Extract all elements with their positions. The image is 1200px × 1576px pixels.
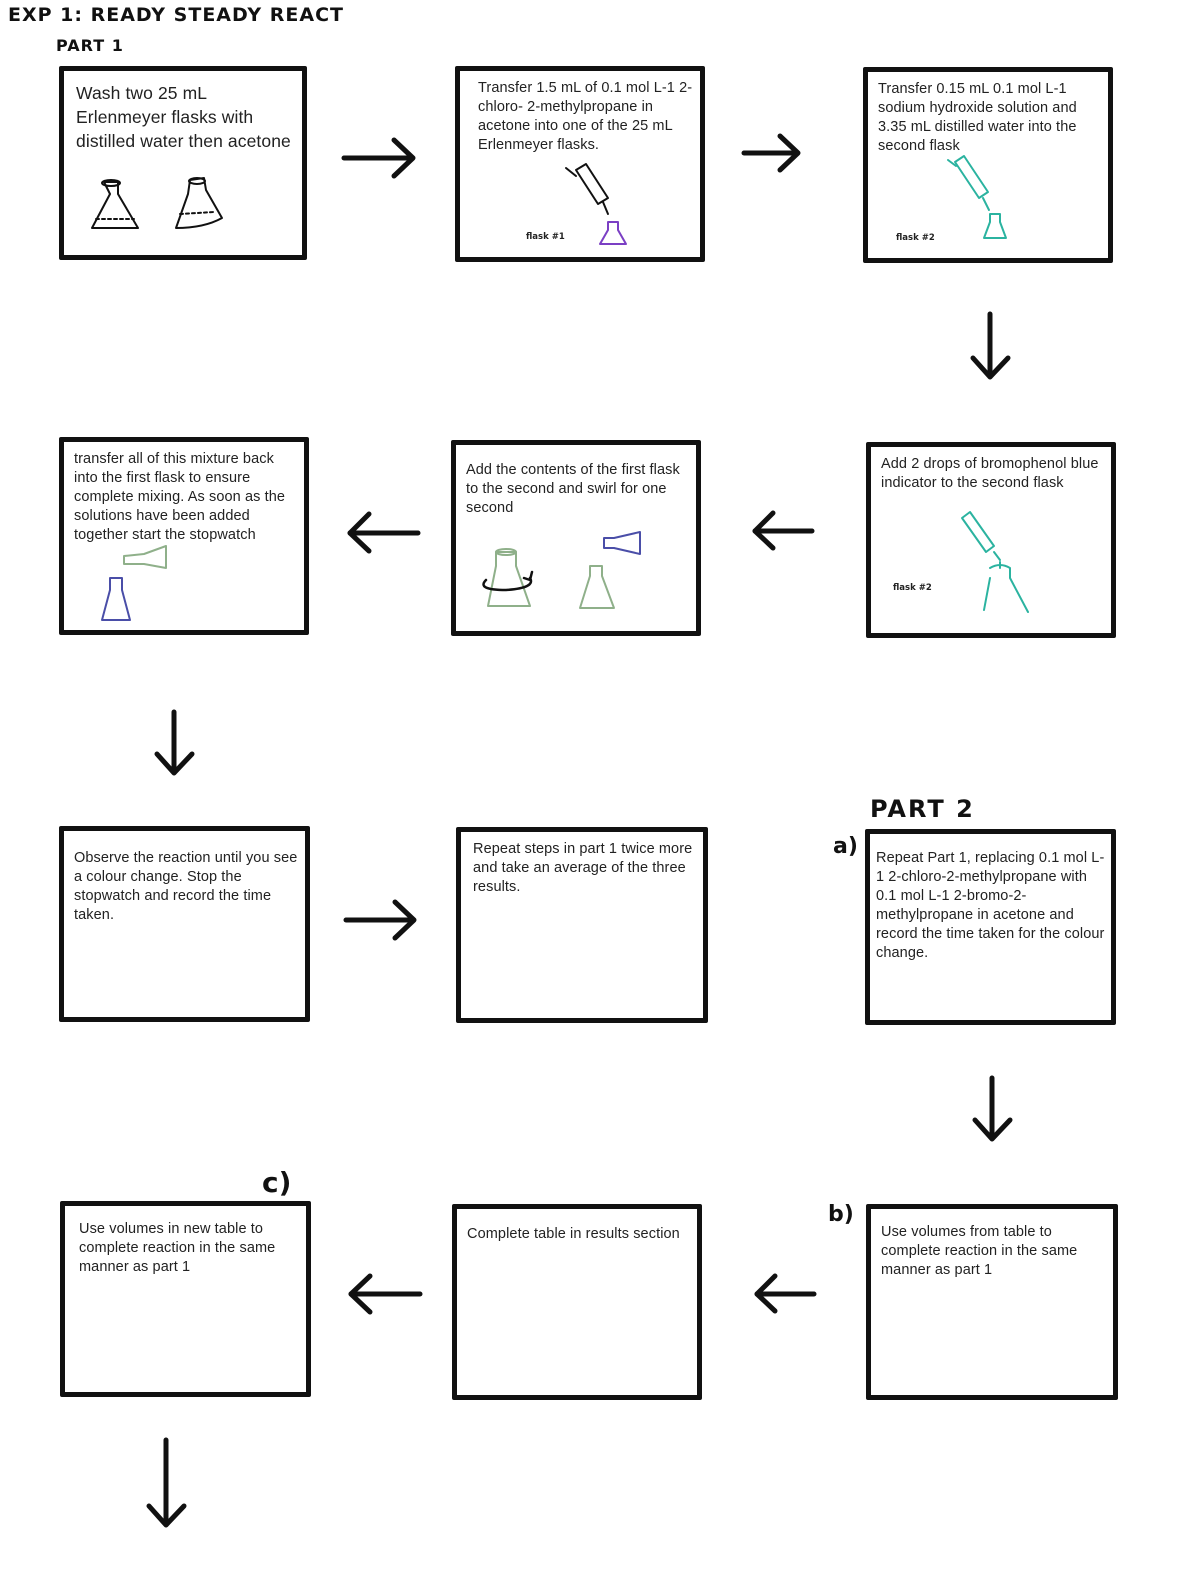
arrow-left-icon	[754, 1273, 817, 1314]
step-text: Use volumes from table to complete react…	[881, 1224, 1078, 1278]
arrow-down-icon	[972, 1075, 1013, 1142]
arrow-down-icon	[154, 709, 195, 776]
step-text: Complete table in results section	[467, 1226, 680, 1242]
arrow-down-icon	[146, 1437, 187, 1528]
step-text: Transfer 1.5 mL of 0.1 mol L-1 2-chloro-…	[478, 80, 693, 153]
step-box-2: Transfer 1.5 mL of 0.1 mol L-1 2-chloro-…	[455, 66, 705, 262]
swirl-icon	[482, 570, 534, 592]
flask-label: flask #1	[526, 232, 565, 242]
arrow-left-icon	[347, 511, 421, 554]
step-box-5: Add the contents of the first flask to t…	[451, 440, 701, 636]
dropper-icon	[961, 511, 1001, 561]
step-text: Transfer 0.15 mL 0.1 mol L-1 sodium hydr…	[878, 81, 1077, 154]
step-box-10: Use volumes from table to complete react…	[866, 1204, 1118, 1400]
flask-icon	[983, 561, 1029, 613]
flask-icon	[599, 221, 627, 245]
arrow-right-icon	[741, 133, 801, 173]
step-text: transfer all of this mixture back into t…	[74, 451, 286, 543]
flask-icon	[175, 177, 223, 229]
flask-icon	[579, 565, 615, 609]
page-title: EXP 1: READY STEADY REACT	[8, 4, 344, 26]
flask-icon	[123, 545, 167, 569]
arrow-right-icon	[341, 137, 416, 179]
arrow-left-icon	[752, 510, 815, 551]
flask-icon	[983, 213, 1007, 239]
part-2-heading: PART 2	[870, 795, 975, 823]
step-text: Add the contents of the first flask to t…	[466, 462, 680, 516]
step-text: Repeat Part 1, replacing 0.1 mol L-1 2-c…	[876, 850, 1105, 961]
marker-a: a)	[833, 834, 858, 859]
flask-icon	[487, 548, 531, 607]
step-box-8: Repeat steps in part 1 twice more and ta…	[456, 827, 708, 1023]
step-box-6: transfer all of this mixture back into t…	[59, 437, 309, 635]
arrow-left-icon	[348, 1273, 423, 1315]
marker-c: c)	[262, 1166, 292, 1199]
step-text: Use volumes in new table to complete rea…	[79, 1221, 276, 1275]
step-text: Wash two 25 mL Erlenmeyer flasks with di…	[76, 83, 291, 151]
step-box-11: Complete table in results section	[452, 1204, 702, 1400]
step-text: Observe the reaction until you see a col…	[74, 850, 298, 923]
step-box-9: Repeat Part 1, replacing 0.1 mol L-1 2-c…	[865, 829, 1116, 1025]
arrow-down-icon	[970, 311, 1011, 380]
step-box-3: Transfer 0.15 mL 0.1 mol L-1 sodium hydr…	[863, 67, 1113, 263]
marker-b: b)	[828, 1202, 854, 1227]
flask-icon	[91, 179, 139, 229]
syringe-icon	[947, 155, 990, 211]
part-1-heading: PART 1	[56, 36, 124, 55]
step-box-7: Observe the reaction until you see a col…	[59, 826, 310, 1022]
flask-icon	[101, 577, 131, 621]
flask-label: flask #2	[896, 233, 935, 243]
step-text: Add 2 drops of bromophenol blue indicato…	[881, 456, 1099, 491]
step-text: Repeat steps in part 1 twice more and ta…	[473, 841, 693, 895]
flask-icon	[603, 531, 641, 555]
arrow-right-icon	[343, 899, 417, 941]
step-box-12: Use volumes in new table to complete rea…	[60, 1201, 311, 1397]
step-box-4: Add 2 drops of bromophenol blue indicato…	[866, 442, 1116, 638]
flask-label: flask #2	[893, 583, 932, 593]
syringe-icon	[565, 163, 609, 215]
